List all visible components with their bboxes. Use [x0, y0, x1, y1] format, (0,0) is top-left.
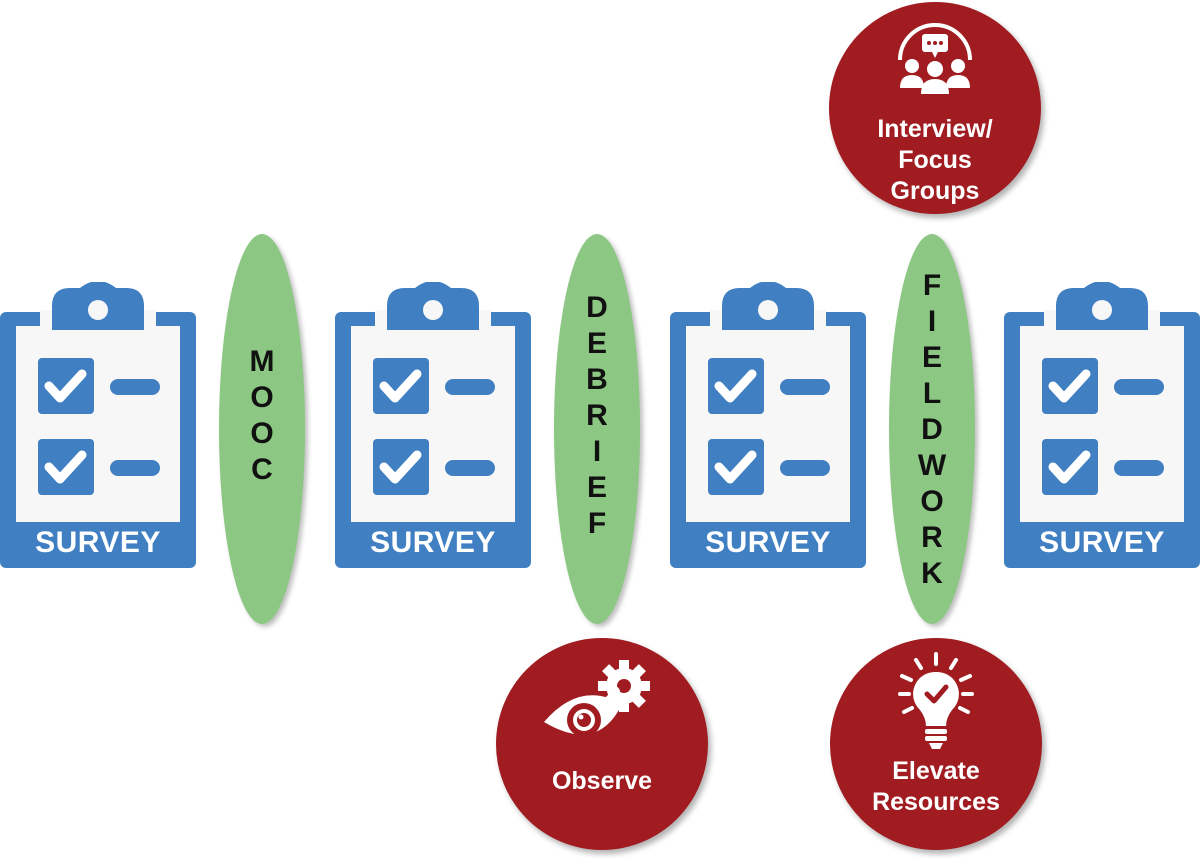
phase-label: M O O C	[249, 345, 275, 486]
activity-interview-focus-groups: Interview/ Focus Groups	[829, 2, 1041, 214]
activity-label: Observe	[551, 767, 653, 795]
survey-label: SURVEY	[705, 526, 831, 559]
phase-debrief: D E B R I E F	[554, 234, 640, 624]
phase-fieldwork: F I E L D W O R K	[889, 234, 975, 624]
phase-label: D E B R I E F	[586, 291, 608, 540]
phase-label: F I E L D W O R K	[917, 269, 947, 590]
focus-group-icon	[898, 23, 972, 94]
survey-2: SURVEY	[335, 282, 531, 568]
clipboard-checklist-icon	[1004, 282, 1200, 568]
survey-1: SURVEY	[0, 282, 196, 568]
clipboard-checklist-icon	[0, 282, 196, 568]
survey-3: SURVEY	[670, 282, 866, 568]
activity-label: Interview/ Focus Groups	[877, 115, 993, 205]
activity-observe: Observe	[496, 638, 708, 850]
clipboard-checklist-icon	[335, 282, 531, 568]
activity-elevate-resources: Elevate Resources	[830, 638, 1042, 850]
activity-label: Elevate Resources	[872, 757, 1000, 816]
eye-gear-icon	[544, 660, 650, 737]
survey-label: SURVEY	[370, 526, 496, 559]
clipboard-checklist-icon	[670, 282, 866, 568]
lightbulb-check-icon	[898, 652, 974, 749]
phase-mooc: M O O C	[219, 234, 305, 624]
survey-label: SURVEY	[35, 526, 161, 559]
survey-label: SURVEY	[1039, 526, 1165, 559]
survey-4: SURVEY	[1004, 282, 1200, 568]
